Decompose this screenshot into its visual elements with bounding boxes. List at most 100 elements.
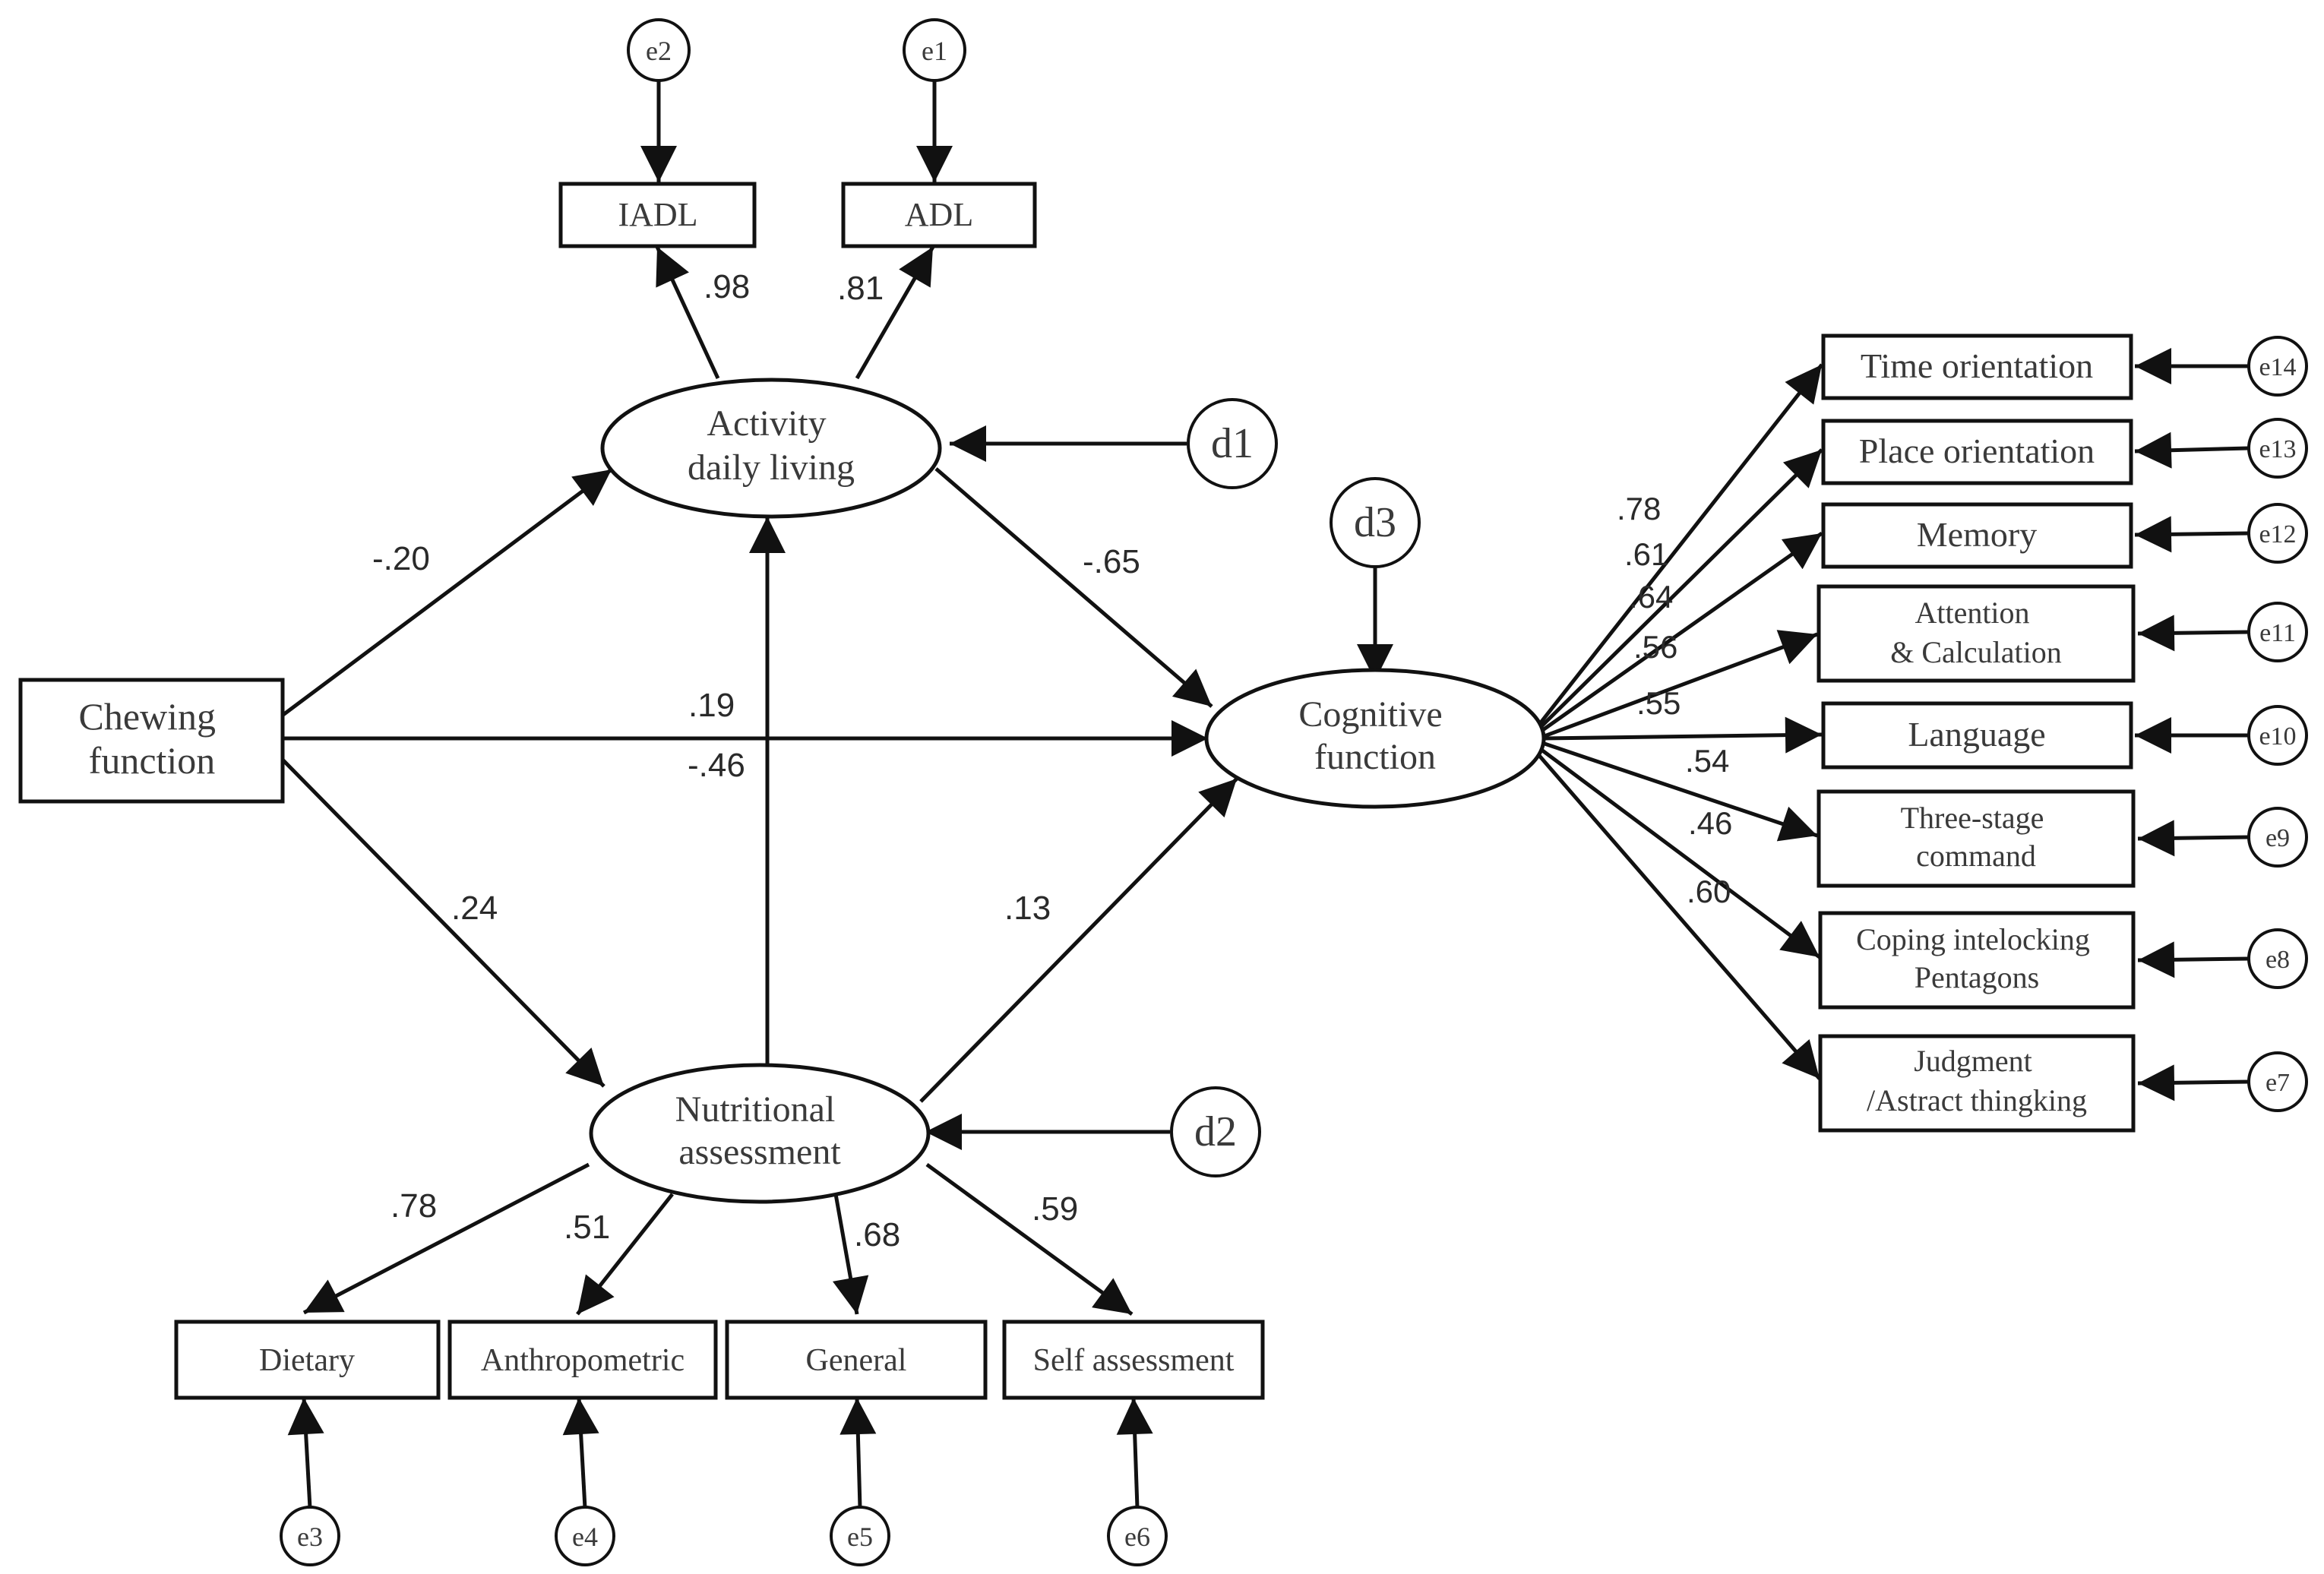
label-chewing-line2: function [89,739,216,782]
label-e5: e5 [847,1522,873,1552]
coef-coping: .46 [1688,805,1732,841]
label-iadl: IADL [618,196,697,233]
arrow-nutritional-to-anthropometric [576,1193,674,1316]
box-three-stage-command [1817,789,2136,888]
arrow-e12-to-memory [2134,516,2250,553]
arrow-e4-to-anthropometric [562,1397,599,1509]
circle-e9 [2247,807,2308,868]
arrow-cognitive-to-judgment [1535,751,1821,1080]
label-e10: e10 [2259,722,2296,751]
circle-e12 [2247,503,2308,564]
arrow-e9-to-three-stage [2137,820,2250,857]
circle-e5 [830,1506,890,1566]
path-coefficients: .98 .81 -.20 -.65 .19 -.46 .24 .13 .78 .… [372,268,1732,1253]
label-judgment-line2: /Astract thingking [1867,1083,2087,1117]
label-activity-line1: Activity [707,403,826,444]
label-attention-line1: Attention [1915,596,2029,630]
coef-chewing-to-adl: -.20 [372,540,430,577]
arrow-e6-to-self-assessment [1116,1397,1153,1509]
label-activity-daily-living: Activity daily living [688,403,855,488]
ellipse-activity-daily-living [600,378,942,519]
label-cognitive-function: Cognitive function [1298,694,1451,777]
label-place-orientation: Place orientation [1859,431,2095,470]
coef-general: .68 [854,1216,900,1253]
label-e8: e8 [2266,946,2290,974]
label-e9: e9 [2266,824,2290,852]
arrow-e13-to-place-orientation [2134,431,2250,469]
label-e11: e11 [2259,619,2296,647]
observed-variables: IADL ADL Chewing function Dietary Anthro… [18,182,2136,1400]
arrow-nutritional-to-self-assessment [925,1162,1134,1316]
circle-d3 [1330,477,1421,568]
circle-e1 [903,18,966,82]
coef-attention: .56 [1633,629,1677,665]
box-self-assessment [1002,1320,1265,1400]
circle-e7 [2247,1051,2308,1112]
arrow-cognitive-to-attention [1541,630,1818,739]
circle-e2 [627,18,691,82]
arrow-adl-latent-to-iadl [655,245,720,380]
label-three-stage-line2: command [1916,839,2036,873]
arrow-e11-to-attention [2137,615,2250,652]
label-memory: Memory [1917,515,2037,554]
box-place-orientation [1821,419,2133,485]
coef-nutritional-to-adl: -.46 [688,747,745,784]
circle-e4 [555,1506,615,1566]
label-nutritional-line2: assessment [678,1132,841,1172]
arrow-nutritional-to-cognitive [919,777,1238,1103]
coef-time-orientation: .78 [1617,491,1661,526]
arrow-e3-to-dietary [287,1397,324,1509]
circle-d1 [1187,398,1278,489]
circle-d2 [1170,1086,1261,1177]
box-dietary [174,1320,441,1400]
label-dietary: Dietary [259,1343,355,1378]
circle-e14 [2247,336,2308,397]
arrow-cognitive-to-place-orientation [1537,448,1823,731]
label-e4: e4 [572,1522,598,1552]
coef-three-stage: .54 [1685,743,1729,779]
coef-chewing-to-nutritional: .24 [451,890,498,927]
circle-e3 [280,1506,340,1566]
label-attention-calculation: Attention & Calculation [1890,596,2062,669]
label-nutritional-assessment: Nutritional assessment [675,1089,845,1172]
label-anthropometric: Anthropometric [481,1343,685,1378]
label-time-orientation: Time orientation [1861,346,2093,385]
box-anthropometric [447,1320,718,1400]
label-d1: d1 [1211,420,1254,467]
path-arrows [280,77,2250,1509]
coef-chewing-to-cognitive: .19 [688,687,735,724]
coef-nutritional-to-cognitive: .13 [1004,890,1051,927]
label-three-stage-command: Three-stage command [1901,801,2052,873]
arrow-cognitive-to-three-stage [1541,741,1818,842]
arrow-adl-latent-to-cognitive [934,467,1213,708]
label-coping-line1: Coping intelocking [1856,922,2090,956]
label-e6: e6 [1124,1522,1150,1552]
arrow-chewing-to-adl-latent [280,467,613,719]
label-e1: e1 [922,36,947,66]
circle-e8 [2247,928,2308,989]
label-nutritional-line1: Nutritional [675,1089,836,1130]
label-judgment-line1: Judgment [1914,1044,2032,1078]
label-coping-pentagons: Coping intelocking Pentagons [1856,922,2098,994]
label-e3: e3 [297,1522,323,1552]
label-d2: d2 [1194,1108,1237,1155]
arrow-e5-to-general [839,1397,877,1509]
label-self-assessment: Self assessment [1033,1343,1235,1378]
ellipse-nutritional-assessment [589,1063,931,1204]
label-coping-line2: Pentagons [1915,960,2039,994]
coef-adl-to-cognitive: -.65 [1083,543,1140,580]
box-memory [1821,502,2133,569]
arrow-cognitive-to-coping [1537,745,1821,959]
label-chewing-line1: Chewing [78,695,216,738]
label-general: General [806,1343,907,1378]
coef-iadl: .98 [704,268,750,305]
label-e12: e12 [2259,520,2296,548]
label-attention-line2: & Calculation [1890,635,2062,669]
arrow-chewing-to-nutritional [281,758,606,1088]
label-three-stage-line1: Three-stage [1901,801,2044,835]
coef-adl: .81 [837,270,884,307]
label-activity-line2: daily living [688,447,855,488]
coef-place-orientation: .61 [1624,536,1668,572]
arrow-cognitive-to-time-orientation [1537,363,1823,727]
